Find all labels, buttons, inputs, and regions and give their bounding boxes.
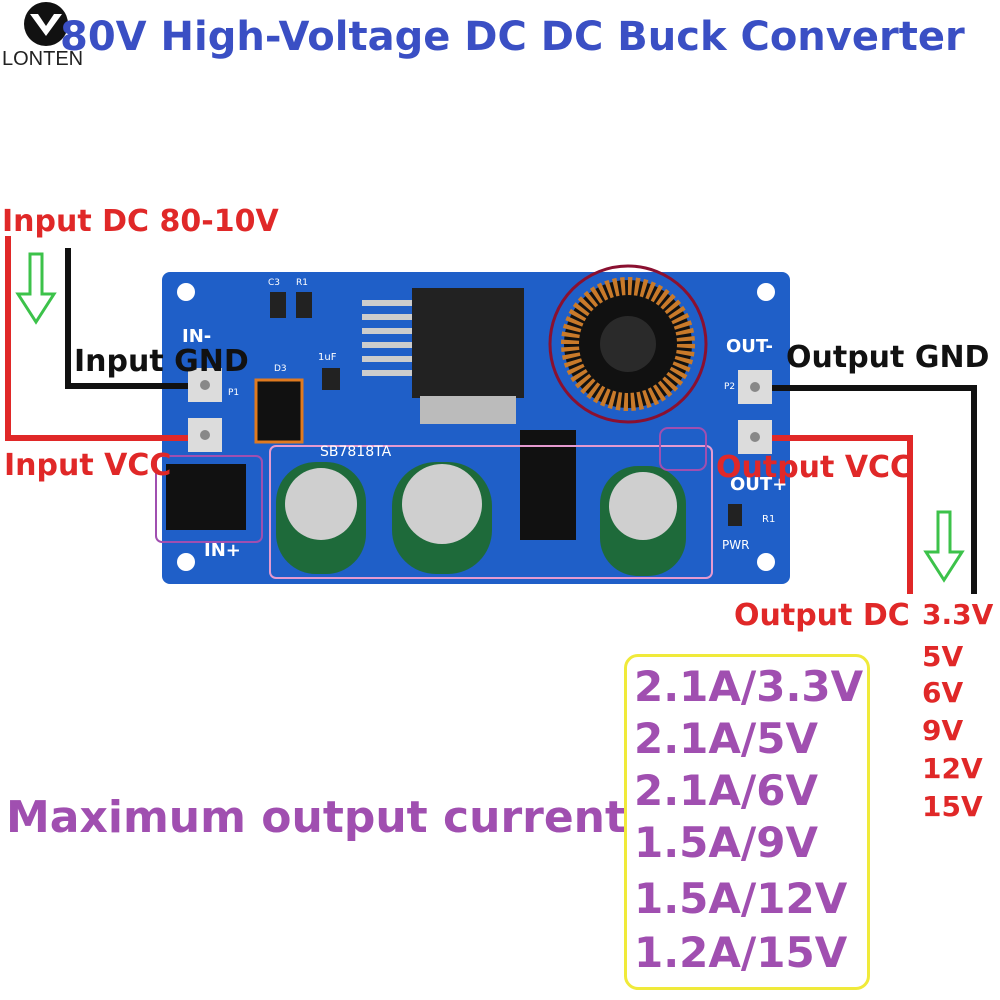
input-gnd-label: Input GND <box>74 344 249 379</box>
d3-label: D3 <box>274 364 287 374</box>
output-arrow-icon <box>923 510 965 583</box>
output-gnd-wire <box>772 385 977 594</box>
voltage-item: 15V <box>922 790 983 823</box>
current-spec-item: 1.5A/9V <box>634 818 818 867</box>
p1-label: P1 <box>228 388 240 398</box>
lonten-logo <box>24 2 68 46</box>
pcb-board <box>155 264 790 584</box>
out-minus-label: OUT- <box>726 336 774 357</box>
uf-label: 1uF <box>318 352 337 363</box>
chip-marking: SB7818TA <box>320 444 392 460</box>
voltage-item: 12V <box>922 752 983 785</box>
output-vcc-wire <box>772 435 913 594</box>
input-vcc-wire <box>5 236 188 441</box>
voltage-item: 6V <box>922 676 964 709</box>
out-plus-label: OUT+ <box>730 474 788 495</box>
in-plus-label: IN+ <box>204 540 241 561</box>
c3-label: C3 <box>268 278 281 288</box>
input-dc-label: Input DC 80-10V <box>2 204 279 239</box>
p2-label: P2 <box>724 382 736 392</box>
input-vcc-label: Input VCC <box>4 448 172 483</box>
voltage-item: 9V <box>922 714 964 747</box>
pwr-label: PWR <box>722 538 750 552</box>
r1b-label: R1 <box>762 514 776 525</box>
current-spec-box <box>624 654 870 990</box>
voltage-item: 5V <box>922 640 964 673</box>
current-spec-item: 2.1A/5V <box>634 714 818 763</box>
current-spec-item: 1.2A/15V <box>634 928 848 977</box>
input-arrow-icon <box>15 252 57 325</box>
logo-text: LONTEN <box>2 48 84 70</box>
input-gnd-wire <box>65 248 188 389</box>
r1-label: R1 <box>296 278 308 288</box>
in-minus-label: IN- <box>182 326 212 347</box>
output-vcc-label: Output VCC <box>716 450 913 485</box>
output-gnd-label: Output GND <box>786 340 990 375</box>
max-current-label: Maximum output current <box>6 792 627 843</box>
current-spec-item: 1.5A/12V <box>634 874 848 923</box>
output-dc-label: Output DC <box>734 598 910 633</box>
current-spec-item: 2.1A/3.3V <box>634 662 864 711</box>
page-title: 80V High-Voltage DC DC Buck Converter <box>60 14 965 60</box>
voltage-item: 3.3V <box>922 598 994 631</box>
current-spec-item: 2.1A/6V <box>634 766 818 815</box>
